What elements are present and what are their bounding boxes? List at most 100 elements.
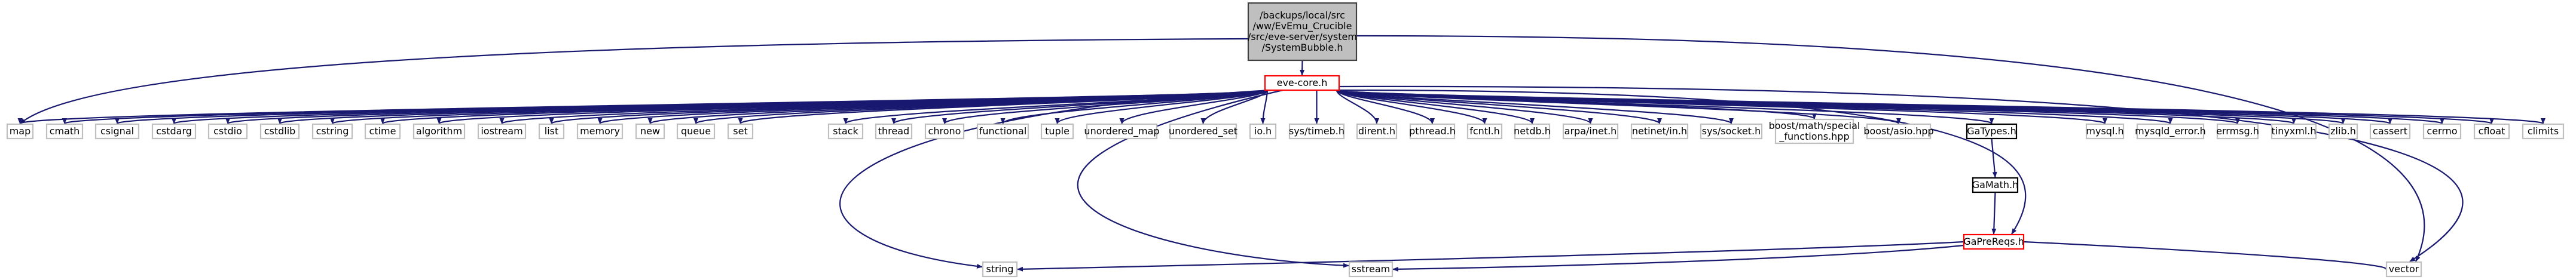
node-list: list bbox=[538, 123, 565, 140]
node-label: mysql.h bbox=[2086, 125, 2123, 137]
edge-gamath-to-gaprereqs bbox=[1991, 192, 1997, 235]
node-label: climits bbox=[2528, 125, 2559, 137]
node-stack: stack bbox=[827, 123, 864, 140]
node-tuple: tuple bbox=[1040, 123, 1074, 140]
node-label: cfloat bbox=[2479, 125, 2505, 137]
node-label: cstdarg bbox=[156, 125, 192, 137]
node-box bbox=[727, 123, 754, 140]
node-box bbox=[151, 123, 197, 140]
nodes-layer: /backups/local/src/ww/EvEmu_Crucible/src… bbox=[6, 2, 2565, 278]
edge-eve-core-to-io-h bbox=[1260, 90, 1269, 124]
node-box bbox=[1348, 261, 1394, 278]
node-label: mysqld_error.h bbox=[2135, 125, 2206, 137]
node-zlib: zlib.h bbox=[2328, 123, 2358, 140]
node-label: queue bbox=[681, 125, 711, 137]
edge-root-to-eve-core bbox=[1300, 60, 1305, 76]
node-pthread: pthread.h bbox=[1409, 123, 1456, 140]
node-box bbox=[207, 123, 248, 140]
edge-gaprereqs-to-string bbox=[1017, 241, 1964, 272]
node-label: GaTypes.h bbox=[1967, 125, 2016, 137]
node-box bbox=[259, 123, 300, 140]
node-box bbox=[2085, 123, 2125, 140]
node-box bbox=[1169, 123, 1237, 140]
node-set: set bbox=[727, 123, 754, 140]
node-box bbox=[364, 123, 401, 140]
node-box bbox=[676, 123, 716, 140]
node-box bbox=[976, 123, 1029, 140]
node-box bbox=[982, 261, 1018, 278]
node-label: algorithm bbox=[416, 125, 462, 137]
node-label: boost/asio.hpp bbox=[1863, 125, 1933, 137]
node-arpa-inet: arpa/inet.h bbox=[1562, 123, 1619, 140]
edge-eve-core-to-climits bbox=[1336, 89, 2546, 125]
edge-eve-core-to-string bbox=[839, 89, 1272, 269]
node-box bbox=[1963, 233, 2025, 250]
node-box bbox=[875, 123, 913, 140]
node-label: cstdio bbox=[213, 125, 242, 137]
node-label: functional bbox=[979, 125, 1027, 137]
node-label: thread bbox=[878, 125, 909, 137]
node-box bbox=[1086, 123, 1158, 140]
edge-root-to-vector bbox=[1356, 35, 2425, 262]
node-dirent: dirent.h bbox=[1356, 123, 1398, 140]
node-eve-core[interactable]: eve-core.h bbox=[1264, 75, 1340, 91]
node-cerrno: cerrno bbox=[2422, 123, 2462, 140]
node-box bbox=[412, 123, 466, 140]
node-label: GaMath.h bbox=[1972, 179, 2018, 190]
node-root[interactable]: /backups/local/src/ww/EvEmu_Crucible/src… bbox=[1247, 2, 1358, 61]
node-box bbox=[1774, 118, 1854, 144]
node-cstdlib: cstdlib bbox=[259, 123, 300, 140]
node-functional: functional bbox=[976, 123, 1029, 140]
node-box bbox=[1264, 75, 1340, 91]
node-label: boost/math/special bbox=[1769, 120, 1860, 131]
node-label: arpa/inet.h bbox=[1564, 125, 1617, 137]
node-label: string bbox=[986, 263, 1014, 275]
node-label: /backups/local/src bbox=[1260, 10, 1345, 21]
node-gamath[interactable]: GaMath.h bbox=[1972, 177, 2018, 193]
node-map: map bbox=[6, 123, 34, 140]
node-label: chrono bbox=[928, 125, 961, 137]
node-string: string bbox=[982, 261, 1018, 278]
node-box bbox=[2422, 123, 2462, 140]
edge-eve-core-to-unordered-set bbox=[1200, 90, 1269, 124]
node-label: /src/eve-server/system bbox=[1248, 31, 1357, 42]
node-label: cmath bbox=[50, 125, 80, 137]
node-box bbox=[1700, 123, 1763, 140]
node-gatypes[interactable]: GaTypes.h bbox=[1966, 123, 2018, 140]
node-label: csignal bbox=[100, 125, 134, 137]
node-gaprereqs[interactable]: GaPreReqs.h bbox=[1963, 233, 2025, 250]
edge-eve-core-to-gaprereqs bbox=[1335, 89, 2027, 235]
edge-root-to-map bbox=[19, 38, 1249, 124]
node-box bbox=[576, 123, 624, 140]
node-box bbox=[1866, 123, 1932, 140]
node-label: map bbox=[10, 125, 31, 137]
node-label: netdb.h bbox=[1514, 125, 1551, 137]
node-chrono: chrono bbox=[924, 123, 965, 140]
node-label: cassert bbox=[2373, 125, 2407, 137]
node-box bbox=[2369, 123, 2411, 140]
edge-gaprereqs-to-vector bbox=[2023, 241, 2391, 270]
node-boost-asio: boost/asio.hpp bbox=[1863, 123, 1934, 140]
node-box bbox=[6, 123, 34, 140]
edge-eve-core-to-unordered-map bbox=[1119, 89, 1269, 124]
node-label: list bbox=[545, 125, 559, 137]
node-label: /SystemBubble.h bbox=[1262, 42, 1343, 53]
node-box bbox=[1466, 123, 1503, 140]
node-box bbox=[2136, 123, 2205, 140]
node-label: sys/timeb.h bbox=[1289, 125, 1344, 137]
node-label: errmsg.h bbox=[2216, 125, 2259, 137]
node-unordered-set: unordered_set bbox=[1169, 123, 1237, 140]
node-mysql: mysql.h bbox=[2085, 123, 2125, 140]
node-box bbox=[1630, 123, 1689, 140]
node-box bbox=[2473, 123, 2510, 140]
node-cassert: cassert bbox=[2369, 123, 2411, 140]
node-label: tinyxml.h bbox=[2271, 125, 2316, 137]
node-box bbox=[2328, 123, 2358, 140]
edge-eve-core-to-sstream bbox=[1077, 89, 1349, 268]
node-label: dirent.h bbox=[1358, 125, 1395, 137]
node-label: eve-core.h bbox=[1277, 77, 1328, 88]
node-cstdarg: cstdarg bbox=[151, 123, 197, 140]
edges-layer bbox=[18, 35, 2546, 272]
node-box bbox=[1356, 123, 1398, 140]
node-label: cerrno bbox=[2427, 125, 2457, 137]
